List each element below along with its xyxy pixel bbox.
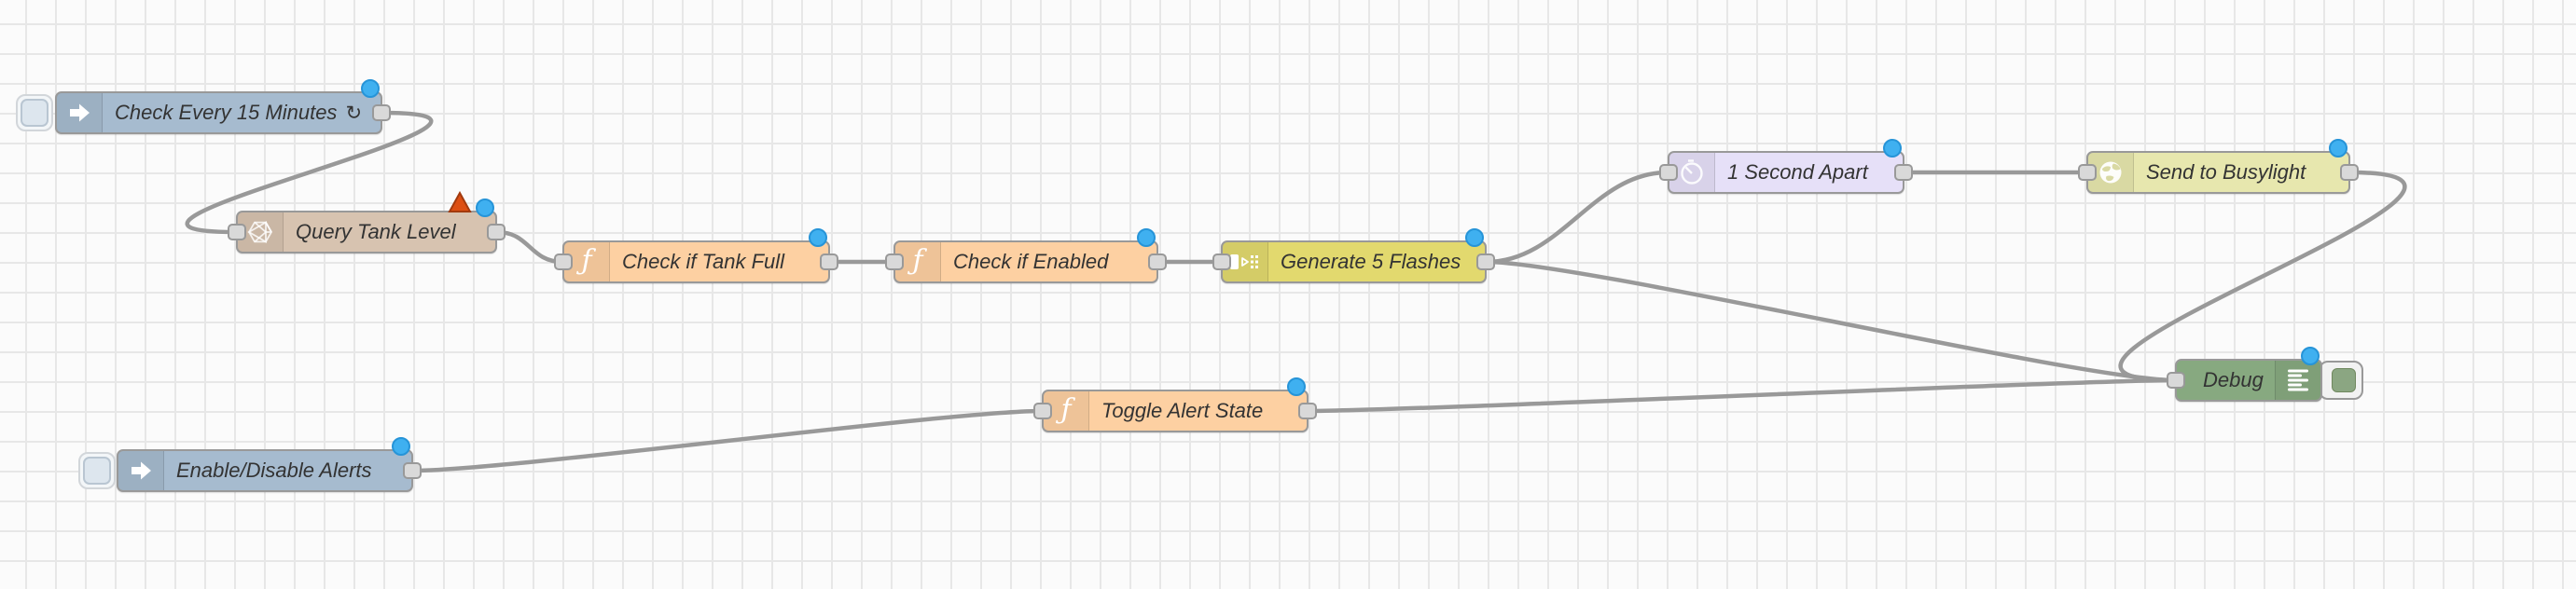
node-generate-5-flashes[interactable]: Generate 5 Flashes: [1212, 228, 1495, 283]
changed-indicator: [1465, 228, 1484, 247]
wire[interactable]: [1486, 170, 1669, 265]
debug-toggle-state: [2332, 368, 2356, 392]
node-label: Generate 5 Flashes: [1281, 250, 1461, 273]
changed-indicator: [476, 199, 494, 217]
node-label: Enable/Disable Alerts: [176, 459, 372, 482]
node-check-every-15-minutes[interactable]: Check Every 15 Minutes ↻: [55, 79, 391, 134]
output-port[interactable]: [1148, 253, 1167, 270]
node-check-if-tank-full[interactable]: ƒ Check if Tank Full: [554, 228, 838, 283]
changed-indicator: [1883, 139, 1902, 158]
output-port[interactable]: [403, 462, 422, 479]
inject-arrow-icon: [57, 93, 103, 132]
repeat-indicator: ↻: [345, 103, 363, 124]
node-label: Check Every 15 Minutes: [115, 101, 338, 124]
changed-indicator: [392, 437, 410, 456]
node-query-tank-level[interactable]: Query Tank Level: [228, 191, 506, 253]
wire[interactable]: [1308, 377, 2176, 414]
changed-indicator: [2301, 347, 2320, 365]
changed-indicator: [2329, 139, 2347, 158]
wire[interactable]: [496, 229, 563, 265]
wire[interactable]: [185, 110, 434, 235]
error-indicator: [448, 191, 472, 212]
inject-trigger-button-face: [21, 99, 48, 127]
wire[interactable]: [2118, 170, 2407, 383]
inject-trigger-button[interactable]: [16, 94, 53, 131]
input-port[interactable]: [1033, 403, 1052, 419]
inject-trigger-button[interactable]: [78, 452, 116, 489]
node-label: Query Tank Level: [296, 220, 456, 243]
debug-enable-toggle[interactable]: [2319, 361, 2363, 400]
node-send-to-busylight[interactable]: Send to Busylight: [2078, 139, 2359, 194]
node-label: Debug: [2203, 368, 2264, 391]
input-port[interactable]: [1212, 253, 1231, 270]
output-port[interactable]: [1476, 253, 1495, 270]
input-port[interactable]: [2167, 372, 2185, 389]
input-port[interactable]: [554, 253, 573, 270]
changed-indicator: [361, 79, 380, 98]
node-check-if-enabled[interactable]: ƒ Check if Enabled: [885, 228, 1167, 283]
wire[interactable]: [412, 408, 1043, 473]
inject-trigger-button-face: [83, 457, 111, 485]
node-label: Toggle Alert State: [1101, 399, 1264, 422]
node-label: Send to Busylight: [2146, 160, 2306, 184]
node-debug[interactable]: Debug: [2167, 347, 2322, 402]
changed-indicator: [1287, 377, 1306, 396]
output-port[interactable]: [372, 104, 391, 121]
node-label: 1 Second Apart: [1727, 160, 1868, 184]
input-port[interactable]: [2078, 164, 2097, 181]
input-port[interactable]: [885, 253, 904, 270]
node-enable-disable-alerts[interactable]: Enable/Disable Alerts: [117, 437, 422, 492]
node-1-second-apart[interactable]: 1 Second Apart: [1659, 139, 1913, 194]
node-label: Check if Enabled: [953, 250, 1109, 273]
wire[interactable]: [1486, 259, 2176, 383]
node-label: Check if Tank Full: [622, 250, 785, 273]
output-port[interactable]: [1298, 403, 1317, 419]
output-port[interactable]: [820, 253, 838, 270]
input-port[interactable]: [228, 224, 246, 240]
input-port[interactable]: [1659, 164, 1678, 181]
changed-indicator: [1137, 228, 1156, 247]
node-toggle-alert-state[interactable]: ƒ Toggle Alert State: [1033, 377, 1317, 432]
output-port[interactable]: [1894, 164, 1913, 181]
debug-list-icon: [2275, 361, 2320, 400]
output-port[interactable]: [487, 224, 506, 240]
inject-arrow-icon: [118, 451, 164, 490]
changed-indicator: [809, 228, 827, 247]
output-port[interactable]: [2340, 164, 2359, 181]
